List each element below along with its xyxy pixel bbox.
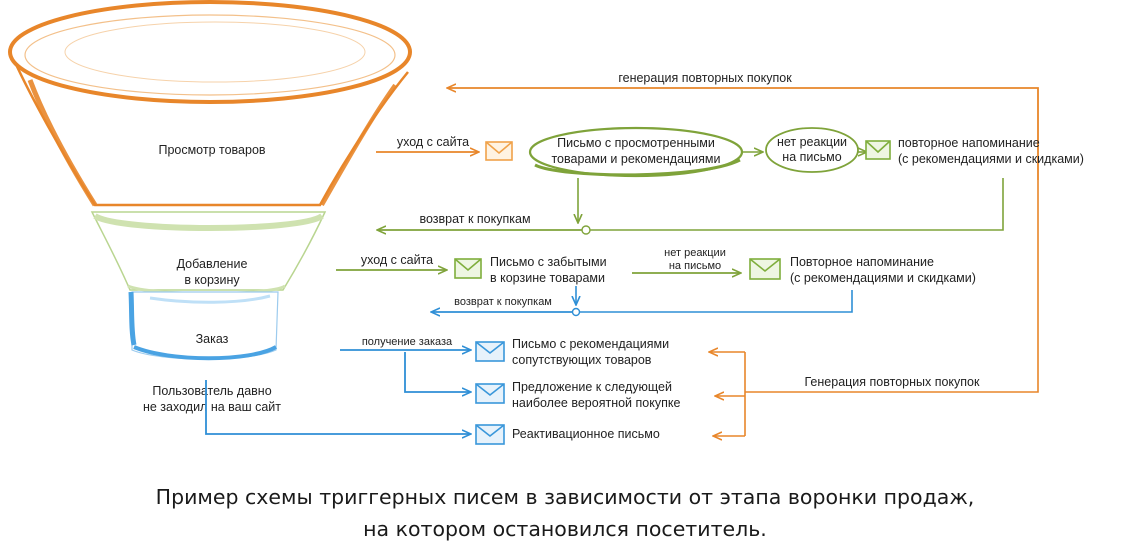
no-reaction-label-1b: на письмо [782, 150, 841, 164]
leave-site-label-2: уход с сайта [361, 253, 433, 267]
inactive-user-label-1: Пользователь давно [152, 384, 271, 398]
no-reaction-label-1a: нет реакции [777, 135, 847, 149]
cart-letter-1: Письмо с забытыми [490, 255, 607, 269]
envelope-icon [485, 141, 513, 161]
funnel-stage-1-label: Просмотр товаров [158, 143, 265, 157]
reminder-label-2b: (с рекомендациями и скидками) [790, 271, 976, 285]
reminder-label-1b: (с рекомендациями и скидками) [898, 152, 1084, 166]
leave-site-label-1: уход с сайта [397, 135, 469, 149]
recommend-letter-1: Письмо с рекомендациями [512, 337, 669, 351]
no-reaction-label-2a: нет реакции [664, 247, 726, 259]
envelope-icon [749, 258, 781, 280]
row-order: получение заказа Письмо с рекомендациями… [205, 180, 1039, 445]
funnel-stage-2-label-2: в корзину [184, 273, 240, 287]
reminder-label-2a: Повторное напоминание [790, 255, 934, 269]
cart-letter-2: в корзине товарами [490, 271, 605, 285]
envelope-icon [475, 341, 505, 362]
funnel-stage-3-label: Заказ [196, 332, 229, 346]
return-label-2: возврат к покупкам [454, 296, 552, 308]
inactive-user-label-2: не заходил на ваш сайт [143, 400, 281, 414]
funnel-stage-2-label-1: Добавление [177, 257, 248, 271]
order-received-label: получение заказа [362, 336, 453, 348]
next-offer-letter-1: Предложение к следующей [512, 380, 672, 394]
envelope-icon [454, 258, 482, 279]
funnel-stage-2 [90, 211, 327, 291]
viewed-products-letter-2: товарами и рекомендациями [551, 152, 720, 166]
reminder-label-1a: повторное напоминание [898, 136, 1040, 150]
repeat-purchase-label-top: генерация повторных покупок [618, 71, 792, 85]
viewed-products-letter-1: Письмо с просмотренными [557, 136, 715, 150]
diagram-canvas: Просмотр товаров Добавление в корзину За… [8, 0, 1084, 445]
no-reaction-label-2b: на письмо [669, 260, 721, 272]
caption-line-2: на котором остановился посетитель. [363, 517, 767, 541]
repeat-purchase-label-bottom: Генерация повторных покупок [805, 375, 981, 389]
repeat-purchase-arrow-top [448, 88, 1039, 180]
envelope-icon [865, 140, 891, 160]
caption-line-1: Пример схемы триггерных писем в зависимо… [155, 485, 975, 509]
envelope-icon [475, 383, 505, 404]
recommend-letter-2: сопутствующих товаров [512, 353, 652, 367]
envelope-icon [475, 424, 505, 445]
next-offer-letter-2: наиболее вероятной покупке [512, 396, 680, 410]
funnel-rim [8, 0, 412, 104]
row-product-view: генерация повторных покупок уход с сайта… [376, 71, 1084, 234]
reactivation-letter: Реактивационное письмо [512, 427, 660, 441]
return-label-1: возврат к покупкам [419, 212, 530, 226]
row-cart: уход с сайта Письмо с забытыми в корзине… [336, 247, 976, 316]
reactivation-arrow [205, 380, 470, 434]
sales-funnel: Просмотр товаров Добавление в корзину За… [8, 0, 412, 414]
